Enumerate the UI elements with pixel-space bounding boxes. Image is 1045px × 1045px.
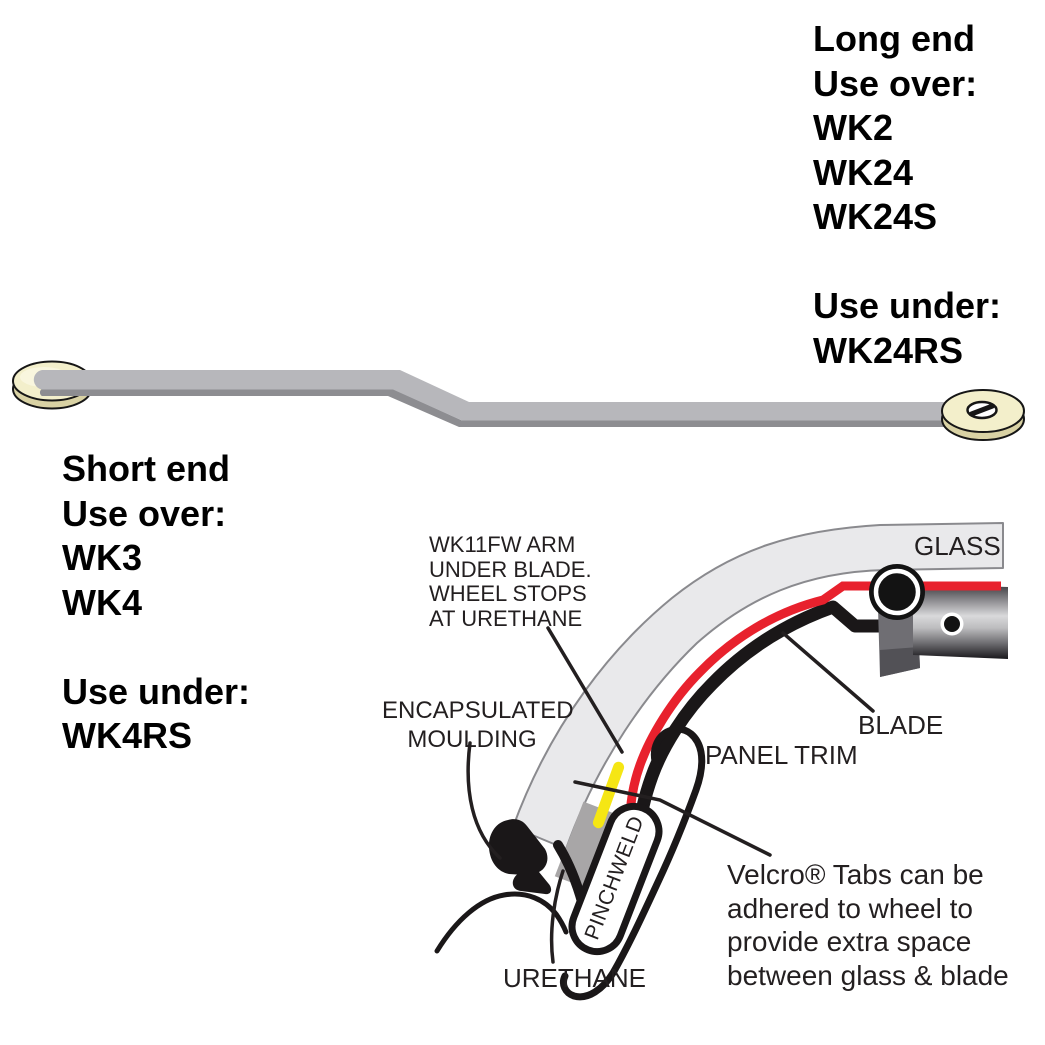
spacer — [62, 625, 250, 670]
tool-wheel-end-ring — [873, 568, 921, 616]
long-end-use-over: Use over: — [813, 62, 978, 104]
encapsulated-moulding-label: ENCAPSULATED MOULDING — [382, 697, 574, 754]
encapsulated-moulding-shape — [488, 819, 552, 895]
velcro-note-line: adhered to wheel to — [727, 892, 973, 924]
arm-note-line: AT URETHANE — [429, 605, 583, 631]
wheel-mount-plate-shadow — [880, 647, 920, 677]
cross-section-diagram — [434, 522, 1008, 1001]
long-end-model: WK24RS — [813, 329, 964, 371]
short-end-heading: Short end — [62, 448, 230, 489]
body-panel-curve — [434, 891, 569, 954]
glass-label: GLASS — [914, 531, 1001, 561]
short-end-usage-block: Short end Use over: WK3 WK4 Use under: W… — [62, 447, 250, 759]
arm-note-line: WK11FW ARM — [429, 532, 576, 557]
panel-trim-outline — [559, 725, 706, 1001]
velcro-note-label: Velcro® Tabs can be adhered to wheel to … — [727, 858, 1009, 992]
arm-note-leader-line — [546, 626, 624, 754]
tool-bar-underside — [39, 389, 975, 427]
long-end-usage-block: Long end Use over: WK2 WK24 WK24S Use un… — [813, 17, 1001, 373]
spacer — [813, 240, 1001, 285]
arm-note-line: WHEEL STOPS — [429, 581, 587, 606]
wk11fw-tool-illustration — [12, 360, 1025, 441]
velcro-note-line: Velcro® Tabs can be — [727, 859, 984, 890]
velcro-tab — [592, 761, 625, 829]
blade-leader-line — [781, 631, 875, 713]
velcro-note-line: between glass & blade — [727, 959, 1009, 991]
urethane-label: URETHANE — [503, 963, 647, 993]
moulding-leader-line — [466, 741, 502, 860]
pinchweld-outline — [568, 802, 663, 956]
moulding-label-line: MOULDING — [407, 725, 537, 753]
long-end-model: WK24S — [813, 196, 938, 237]
long-end-heading: Long end — [813, 18, 975, 59]
short-end-model: WK4 — [62, 581, 142, 623]
tool-bar — [33, 370, 976, 421]
short-end-use-under: Use under: — [62, 670, 251, 712]
long-end-use-under: Use under: — [813, 285, 1002, 326]
long-end-model: WK2 — [813, 107, 893, 148]
arm-note-line: UNDER BLADE. — [429, 556, 592, 582]
long-end-model: WK24 — [813, 151, 914, 193]
arm-note-label: WK11FW ARM UNDER BLADE. WHEEL STOPS AT U… — [429, 532, 592, 631]
moulding-label-line: ENCAPSULATED — [382, 697, 574, 724]
cylinder-pivot-dot — [944, 616, 960, 632]
urethane-leader-line — [549, 869, 565, 964]
arm-line-red — [625, 581, 1001, 836]
short-end-model: WK3 — [62, 537, 142, 578]
short-end-model: WK4RS — [62, 715, 193, 756]
velcro-note-line: provide extra space — [727, 926, 972, 957]
wheel-screw-slot — [969, 403, 995, 417]
blade-label: BLADE — [858, 710, 944, 740]
velcro-leader-line — [573, 780, 772, 857]
short-end-use-over: Use over: — [62, 492, 227, 534]
panel-trim-label: PANEL TRIM — [705, 740, 858, 770]
